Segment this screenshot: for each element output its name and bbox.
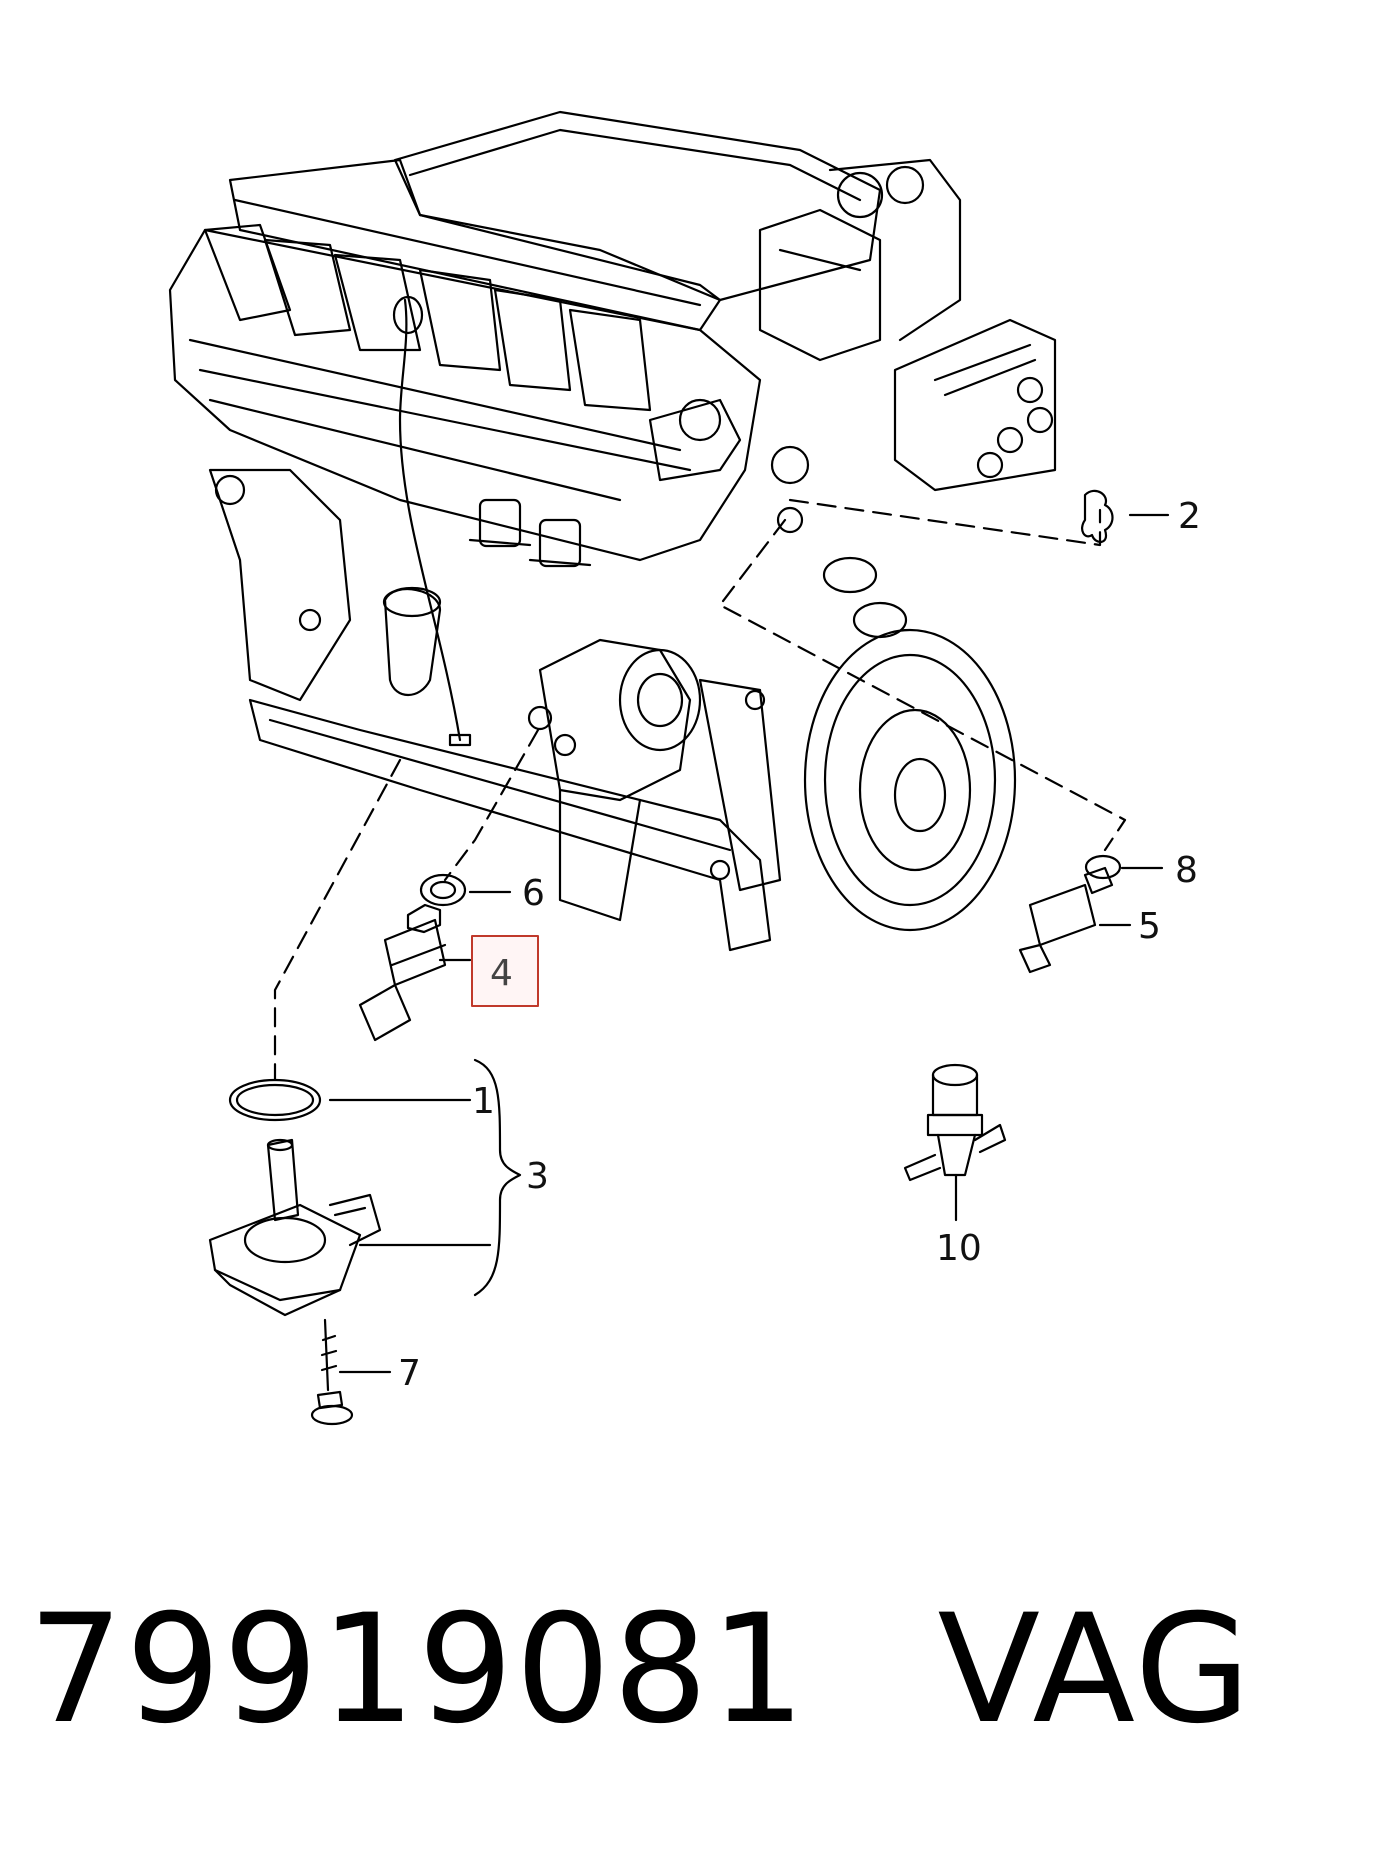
part-7-bolt bbox=[310, 1318, 354, 1426]
callout-leaders bbox=[328, 513, 1170, 1374]
brand-name: VAG bbox=[937, 1583, 1253, 1757]
part-5-sensor bbox=[1018, 866, 1114, 974]
part-caption: 79919081 VAG bbox=[28, 1570, 1368, 1770]
leader-lines bbox=[273, 498, 1127, 1082]
callout-5: 5 bbox=[1138, 906, 1161, 947]
callout-1: 1 bbox=[472, 1081, 495, 1122]
part-8-oring bbox=[1084, 854, 1122, 880]
callout-10: 10 bbox=[936, 1228, 982, 1269]
part-10-sensor bbox=[903, 1063, 1007, 1182]
callout-4: 4 bbox=[490, 953, 513, 994]
callout-2: 2 bbox=[1178, 496, 1201, 537]
part-number: 79919081 bbox=[28, 1583, 808, 1757]
callout-7: 7 bbox=[398, 1353, 421, 1394]
callout-3: 3 bbox=[526, 1156, 549, 1197]
part-3-oil-level-sensor bbox=[208, 1138, 382, 1317]
engine-block bbox=[168, 110, 1057, 952]
part-6-washer bbox=[419, 873, 467, 907]
part-2-clip bbox=[1081, 489, 1114, 543]
part-1-oring bbox=[228, 1078, 322, 1122]
part-4-sensor bbox=[358, 903, 447, 1042]
exploded-parts-diagram: 2 6 4 8 5 1 3 7 10 bbox=[168, 110, 1201, 1426]
callout-6: 6 bbox=[522, 873, 545, 914]
callout-4-highlight bbox=[471, 935, 539, 1007]
callout-8: 8 bbox=[1175, 850, 1198, 891]
